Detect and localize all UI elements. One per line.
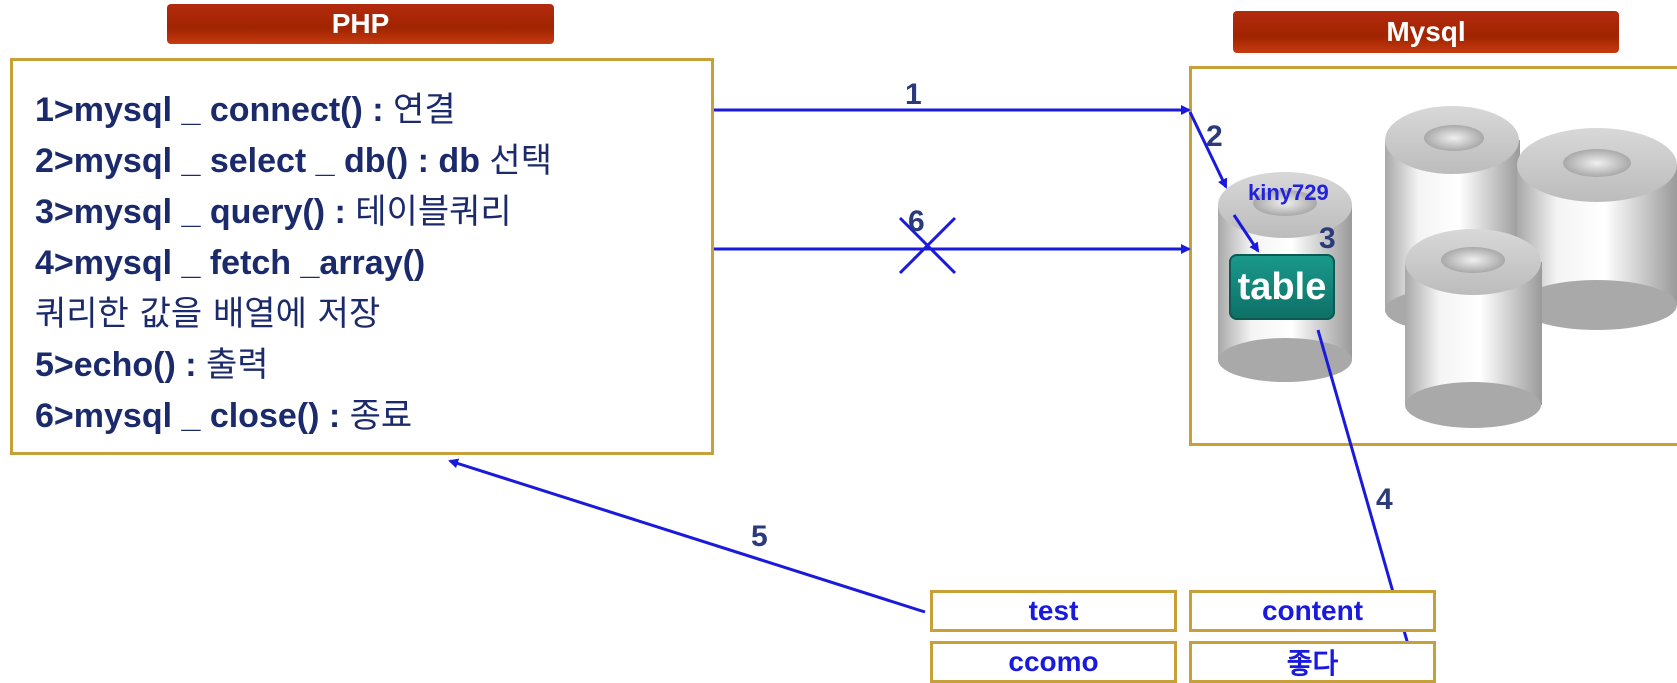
result-header-test: test — [930, 590, 1177, 632]
arrow-label-6: 6 — [908, 205, 925, 238]
step-4-description: 쿼리한 값을 배열에 저장 — [35, 294, 381, 334]
php-steps-box: 1>mysql _ connect() : 연결 2>mysql _ selec… — [10, 58, 714, 455]
step-6: 6>mysql _ close() : 종료 — [35, 396, 413, 436]
arrow-label-4: 4 — [1376, 483, 1393, 516]
php-title-banner: PHP — [167, 4, 554, 44]
result-header-content: content — [1189, 590, 1436, 632]
arrow-label-3: 3 — [1319, 222, 1336, 255]
mysql-box — [1189, 66, 1677, 446]
result-cell-ccomo: ccomo — [930, 641, 1177, 683]
table-block: table — [1229, 254, 1335, 320]
database-name: kiny729 — [1248, 180, 1329, 205]
result-cell-good: 좋다 — [1189, 641, 1436, 683]
step-4: 4>mysql _ fetch _array() — [35, 244, 426, 282]
arrow-label-5: 5 — [751, 520, 768, 553]
step-3: 3>mysql _ query() : 테이블쿼리 — [35, 192, 512, 232]
php-steps-list: 1>mysql _ connect() : 연결 2>mysql _ selec… — [35, 85, 552, 442]
arrow-label-2: 2 — [1206, 120, 1223, 153]
step-2: 2>mysql _ select _ db() : db 선택 — [35, 141, 552, 181]
mysql-title-banner: Mysql — [1233, 11, 1619, 53]
php-title: PHP — [331, 8, 390, 39]
arrow-label-1: 1 — [905, 78, 922, 111]
step-1: 1>mysql _ connect() : 연결 — [35, 90, 456, 130]
mysql-title: Mysql — [1386, 16, 1466, 47]
arrow-5 — [448, 458, 926, 614]
table-label: table — [1237, 265, 1327, 308]
step-5: 5>echo() : 출력 — [35, 345, 269, 385]
